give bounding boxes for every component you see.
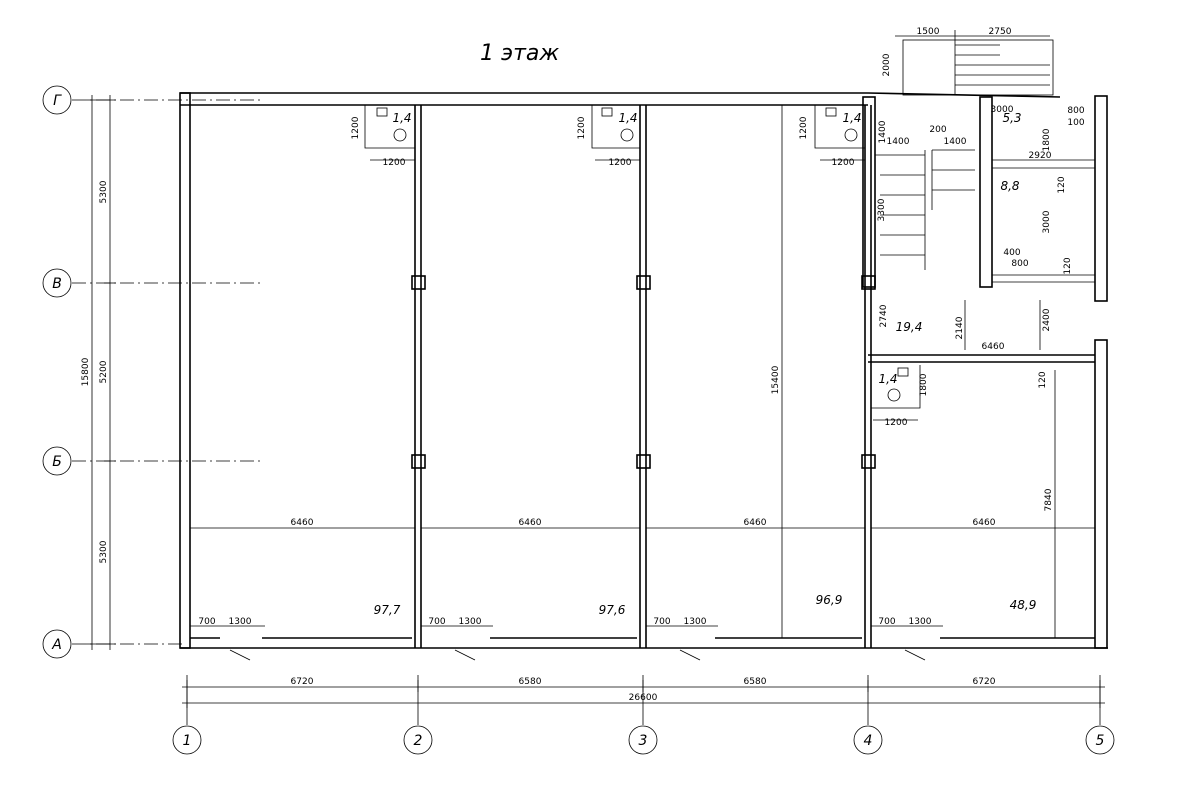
facade-openings (229, 637, 1095, 661)
dimension-label: 15800 (81, 357, 91, 386)
sink-icon (376, 107, 388, 117)
dimension-label: 6720 (973, 677, 996, 687)
dimension-label: 26600 (629, 693, 658, 703)
room-area-label: 1,4 (618, 111, 637, 125)
dimension-label: 1800 (1042, 128, 1052, 151)
dimension-label: 1200 (577, 116, 587, 139)
dimension-label: 100 (1067, 118, 1084, 128)
room-area-label: 48,9 (1010, 598, 1037, 612)
dimension-label: 700 (198, 617, 215, 627)
column-axis-label: 3 (639, 733, 648, 749)
dimension-label: 2400 (1042, 308, 1052, 331)
row-axis-label: А (51, 637, 62, 653)
column-axis-label: 1 (183, 733, 192, 749)
stairwell-block (862, 96, 1095, 363)
dimension-label: 6460 (291, 518, 314, 528)
toilet-icon (393, 128, 407, 142)
dimension-label: 700 (878, 617, 895, 627)
room-area-label: 5,3 (1002, 111, 1021, 125)
row-axis-label: В (52, 276, 62, 292)
dimension-label: 6460 (744, 518, 767, 528)
dimension-label: 120 (1063, 257, 1073, 274)
room-area-label: 1,4 (878, 372, 897, 386)
room-area-label: 8,8 (1000, 179, 1019, 193)
dimension-label: 5200 (99, 360, 109, 383)
dimension-label: 1200 (383, 158, 406, 168)
dimension-label: 3000 (991, 105, 1014, 115)
dimension-label: 5300 (99, 540, 109, 563)
left-dimensions: 5300 5200 5300 15800 (81, 95, 116, 650)
dimension-label: 1300 (229, 617, 252, 627)
row-axis-label: Б (52, 454, 62, 470)
dimension-label: 1500 (917, 27, 940, 37)
toilet-icon (844, 128, 858, 142)
toilet-icon (887, 388, 901, 402)
dimension-label: 1400 (878, 120, 888, 143)
sink-icon (601, 107, 613, 117)
dimension-label: 6720 (291, 677, 314, 687)
dimension-label: 2750 (989, 27, 1012, 37)
dimension-label: 5300 (99, 180, 109, 203)
toilet-icon (620, 128, 634, 142)
dimension-label: 1200 (799, 116, 809, 139)
dimension-label: 2920 (1029, 151, 1052, 161)
dimension-label: 2740 (879, 304, 889, 327)
room-area-label: 96,9 (816, 593, 843, 607)
bottom-dimensions: 6720 6580 6580 6720 26600 (182, 677, 1105, 708)
column-axis-label: 2 (414, 733, 423, 749)
dimension-label: 6580 (519, 677, 542, 687)
dimension-label: 800 (1011, 259, 1028, 269)
column-axis-label: 5 (1096, 733, 1105, 749)
sink-icon (825, 107, 837, 117)
dimension-label: 1800 (919, 373, 929, 396)
plan-title: 1 этаж (480, 41, 559, 66)
room-width-dimensions: 6460 6460 6460 6460 (190, 518, 1095, 529)
dimension-label: 120 (1038, 371, 1048, 388)
dimension-label: 1400 (887, 137, 910, 147)
dimension-label: 1200 (609, 158, 632, 168)
external-stair: 1500 2750 2000 (882, 27, 1054, 96)
dimension-label: 1300 (459, 617, 482, 627)
sink-icon (897, 367, 909, 377)
dimension-label: 1300 (684, 617, 707, 627)
row-axis-label: Г (53, 93, 62, 109)
dimension-label: 7840 (1044, 488, 1054, 511)
dimension-label: 1400 (944, 137, 967, 147)
stairwell-dimensions: 3000 800 100 1400 200 1400 1400 1800 292… (877, 105, 1085, 389)
exterior-walls (179, 92, 1108, 649)
dimension-label: 700 (653, 617, 670, 627)
dimension-label: 200 (929, 125, 946, 135)
wc-cubicles: 1200 1200 1200 1200 1200 1200 1200 1800 (351, 105, 929, 428)
room-area-label: 19,4 (896, 320, 923, 334)
room-area-labels: 97,7 97,6 96,9 48,9 19,4 8,8 5,3 1,4 1,4… (374, 111, 1037, 617)
dimension-label: 15400 (771, 365, 781, 394)
row-axis-markers: Г В Б А (42, 85, 72, 659)
dimension-label: 6460 (519, 518, 542, 528)
dimension-label: 3000 (1042, 210, 1052, 233)
room-area-label: 1,4 (392, 111, 411, 125)
dimension-label: 700 (428, 617, 445, 627)
height-dimensions: 15400 7840 (771, 105, 1056, 638)
dimension-label: 6460 (973, 518, 996, 528)
dimension-label: 1200 (885, 418, 908, 428)
dimension-label: 1300 (909, 617, 932, 627)
room-area-label: 97,6 (599, 603, 626, 617)
dimension-label: 3300 (877, 198, 887, 221)
dimension-label: 1200 (832, 158, 855, 168)
room-area-label: 97,7 (374, 603, 401, 617)
dimension-label: 6580 (744, 677, 767, 687)
room-area-label: 1,4 (842, 111, 861, 125)
dimension-label: 1200 (351, 116, 361, 139)
interior-columns (411, 105, 876, 648)
dimension-label: 120 (1057, 176, 1067, 193)
dimension-label: 6460 (982, 342, 1005, 352)
dimension-label: 800 (1067, 106, 1084, 116)
window-dimensions: 700 1300 700 1300 700 1300 700 1300 (190, 617, 943, 627)
dimension-label: 400 (1003, 248, 1020, 258)
dimension-label: 2000 (882, 53, 892, 76)
column-axis-label: 4 (864, 733, 873, 749)
dimension-label: 2140 (955, 316, 965, 339)
